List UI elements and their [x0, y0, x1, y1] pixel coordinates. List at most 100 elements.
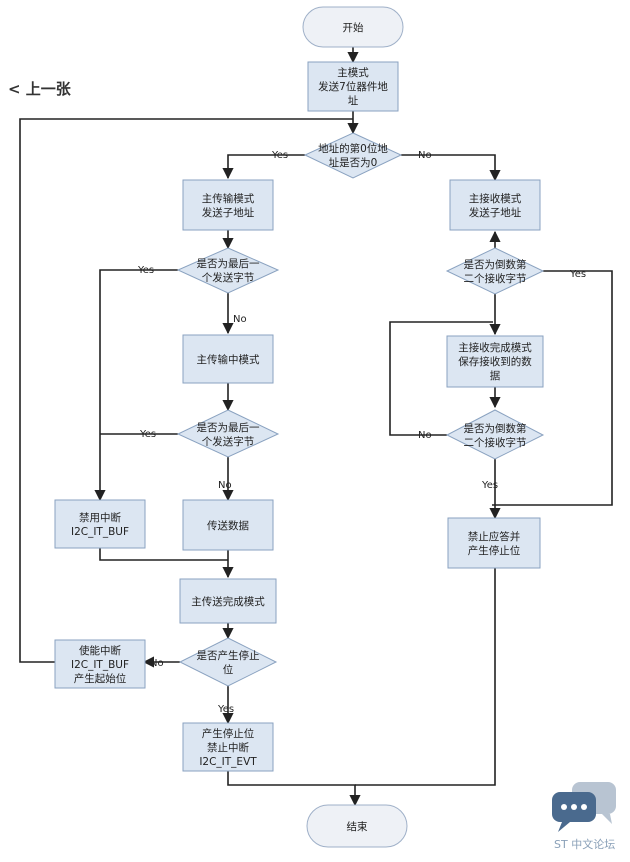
- node-label-disable-int: 禁用中断 I2C_IT_BUF: [71, 511, 129, 538]
- brand-text: ST 中文论坛: [554, 838, 616, 851]
- node-label-line: 禁用中断: [79, 511, 121, 524]
- flowchart-edges: [19, 47, 613, 807]
- node-rx-done: [446, 335, 544, 388]
- node-tx-done: [179, 578, 277, 624]
- edge-disable-txdone: [99, 548, 228, 561]
- node-label-line: 地址的第0位地: [318, 142, 388, 155]
- node-label-rx-done: 主接收完成模式保存接收到的数据: [458, 341, 532, 382]
- node-label-line: 使能中断: [79, 644, 121, 657]
- node-label-end: 结束: [347, 820, 368, 833]
- flowchart-nodes: [54, 6, 545, 848]
- node-label-send-data: 传送数据: [207, 519, 249, 532]
- node-disable-int: [54, 499, 146, 549]
- edge-loop-back: [19, 118, 353, 663]
- back-link[interactable]: < 上一张: [8, 80, 71, 98]
- node-label-line: 主模式: [337, 66, 369, 79]
- node-gen-stop-q: [178, 637, 278, 687]
- edge-label-no-last2: No: [218, 480, 232, 491]
- node-label-line: 结束: [347, 820, 368, 833]
- node-label-line: 产生起始位: [74, 672, 127, 685]
- node-nack-stop: [447, 517, 541, 569]
- node-label-last-tx-1: 是否为最后一个发送字节: [197, 258, 260, 284]
- node-label-line: 发送子地址: [469, 206, 522, 219]
- node-tx-int: [182, 334, 274, 384]
- node-rx-second-last-2: [445, 409, 545, 460]
- node-master: [307, 61, 399, 112]
- node-label-line: I2C_IT_BUF: [71, 659, 129, 671]
- edge-label-yes-addr: Yes: [271, 150, 288, 161]
- edge-label-no-stop: No: [150, 658, 164, 669]
- node-label-line: 址: [348, 94, 359, 107]
- node-label-line: 二个接收字节: [464, 436, 527, 449]
- node-label-line: 是否为最后一: [197, 422, 260, 434]
- node-label-rx-mode: 主接收模式发送子地址: [469, 192, 522, 219]
- edge-label-yes-stop: Yes: [217, 704, 234, 715]
- node-last-tx-1: [176, 247, 280, 294]
- node-stop-disable: [182, 722, 274, 772]
- edge-rx2-no: [389, 321, 493, 436]
- node-label-master: 主模式发送7位器件地址: [318, 66, 388, 107]
- node-label-line: I2C_IT_BUF: [71, 526, 129, 538]
- node-label-line: 保存接收到的数: [458, 355, 532, 368]
- edge-no-rx: [401, 154, 501, 182]
- node-label-line: 开始: [343, 21, 364, 34]
- edge-label-no-last1: No: [233, 314, 247, 325]
- node-label-line: 产生停止位: [468, 544, 521, 557]
- edge-label-no-addr: No: [418, 150, 432, 161]
- node-label-line: I2C_IT_EVT: [199, 756, 257, 768]
- node-label-line: 址是否为0: [329, 156, 378, 169]
- brand-watermark: ST 中文论坛: [550, 780, 622, 854]
- node-tx-mode: [182, 179, 274, 231]
- node-addr-bit0: [303, 132, 403, 179]
- edge-rx1-yes: [492, 270, 613, 506]
- node-label-line: 主传输中模式: [197, 353, 260, 366]
- edge-label-yes-last1: Yes: [137, 265, 154, 276]
- chat-bubbles-icon: [552, 782, 616, 832]
- node-label-line: 二个接收字节: [464, 272, 527, 285]
- node-rx-mode: [449, 179, 541, 231]
- node-label-tx-mode: 主传输模式发送子地址: [202, 192, 255, 219]
- node-label-line: 主传输模式: [202, 192, 255, 205]
- edge-nack-end: [355, 568, 496, 786]
- node-label-line: 位: [223, 663, 234, 676]
- node-label-line: 传送数据: [207, 519, 249, 532]
- flowchart-node-labels: 开始主模式发送7位器件地址地址的第0位地址是否为0主传输模式发送子地址主接收模式…: [71, 21, 532, 833]
- node-start: [302, 6, 404, 48]
- edge-last1-yes: [94, 269, 178, 502]
- node-label-line: 主传送完成模式: [191, 595, 265, 608]
- node-label-tx-int: 主传输中模式: [197, 353, 260, 366]
- node-label-nack-stop: 禁止应答并产生停止位: [468, 530, 521, 557]
- node-label-stop-disable: 产生停止位禁止中断 I2C_IT_EVT: [199, 727, 257, 768]
- node-label-rx-second-last-1: 是否为倒数第二个接收字节: [464, 258, 527, 285]
- node-label-line: 是否为倒数第: [464, 422, 527, 435]
- node-label-line: 个发送字节: [202, 435, 255, 448]
- node-send-data: [182, 499, 274, 551]
- edge-yes-tx: [222, 154, 305, 180]
- node-label-tx-done: 主传送完成模式: [191, 595, 265, 608]
- node-label-line: 主接收模式: [469, 192, 522, 205]
- node-label-line: 发送7位器件地: [318, 80, 388, 93]
- edge-label-no-rx2: No: [418, 430, 432, 441]
- node-label-start: 开始: [343, 21, 364, 34]
- node-label-line: 产生停止位: [202, 727, 255, 740]
- node-label-line: 是否为最后一: [197, 258, 260, 270]
- node-label-line: 发送子地址: [202, 206, 255, 219]
- node-label-line: 主接收完成模式: [458, 341, 532, 354]
- node-label-last-tx-2: 是否为最后一个发送字节: [197, 422, 260, 448]
- node-label-rx-second-last-2: 是否为倒数第二个接收字节: [464, 422, 527, 449]
- node-rx-second-last-1: [445, 247, 545, 295]
- node-label-line: 禁止应答并: [468, 530, 521, 543]
- edge-label-yes-rx1: Yes: [569, 269, 586, 280]
- node-label-line: 个发送字节: [202, 271, 255, 284]
- node-end: [306, 804, 408, 848]
- node-last-tx-2: [176, 409, 280, 458]
- node-label-line: 禁止中断: [207, 741, 249, 754]
- node-label-line: 是否产生停止: [197, 649, 260, 662]
- edge-label-yes-last2: Yes: [139, 429, 156, 440]
- node-label-line: 是否为倒数第: [464, 258, 527, 271]
- edge-stop-end: [227, 771, 361, 807]
- edge-label-yes-rx2: Yes: [481, 480, 498, 491]
- node-enable-int: [54, 639, 146, 689]
